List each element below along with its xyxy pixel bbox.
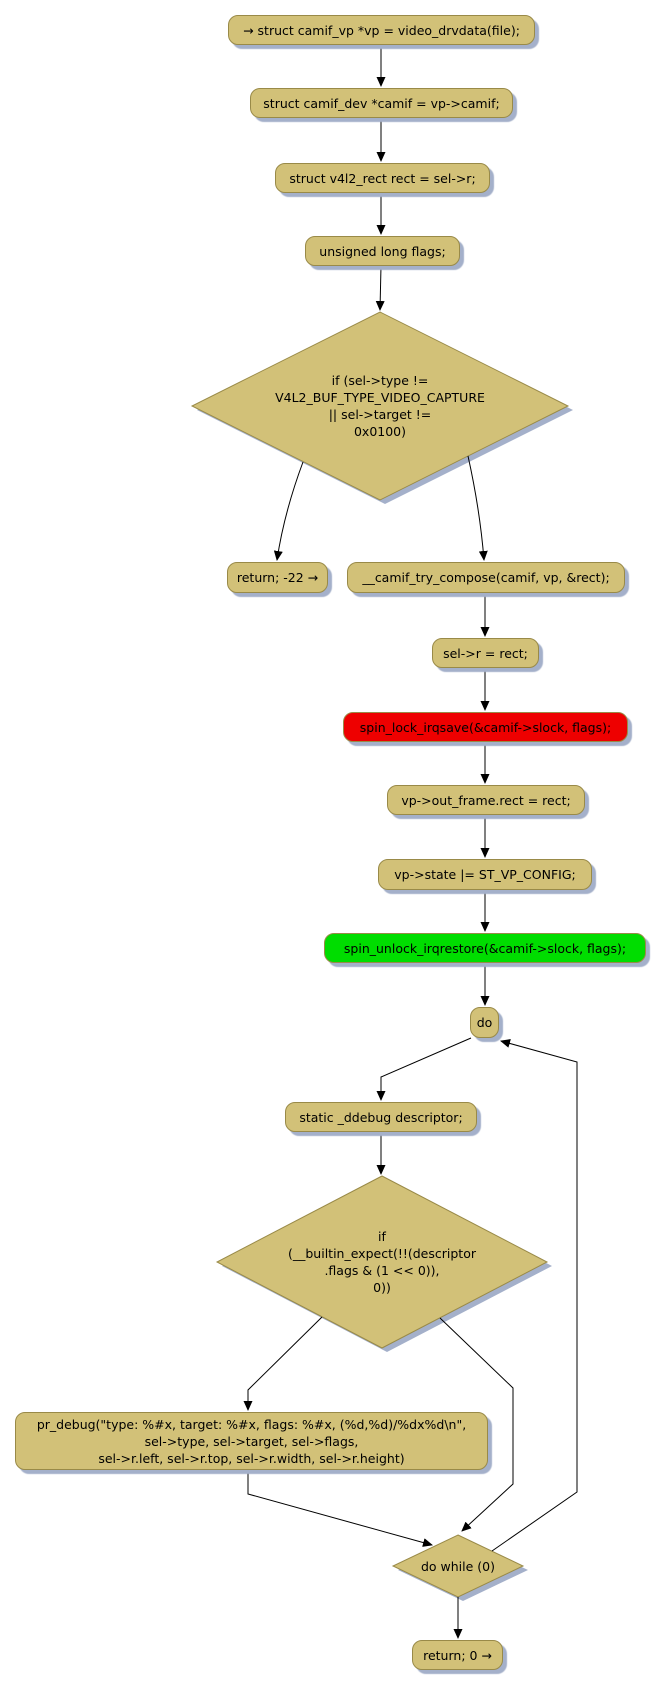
node-vp-state: vp->state |= ST_VP_CONFIG; xyxy=(378,859,592,890)
diamond-if-builtin-expect xyxy=(215,1175,549,1349)
node-v4l2-rect: struct v4l2_rect rect = sel->r; xyxy=(275,163,490,193)
node-return-zero: return; 0 → xyxy=(412,1640,503,1670)
node-pr-debug: pr_debug("type: %#x, target: %#x, flags:… xyxy=(15,1412,488,1470)
node-flags-decl: unsigned long flags; xyxy=(305,236,460,266)
node-do-begin: do xyxy=(470,1007,499,1038)
edge-pr-debug-to-do-while xyxy=(247,1470,433,1547)
node-ddebug-descriptor: static _ddebug descriptor; xyxy=(285,1102,477,1132)
diamond-if-type-target xyxy=(190,311,570,501)
edge-if2-false-to-do-while xyxy=(439,1317,514,1532)
edge-if2-true-to-pr-debug xyxy=(243,1316,323,1411)
edge-if1-false-to-try-compose xyxy=(467,455,488,561)
node-try-compose: __camif_try_compose(camif, vp, &rect); xyxy=(347,562,625,593)
node-spin-lock-irqsave: spin_lock_irqsave(&camif->slock, flags); xyxy=(343,712,628,742)
edge-flags-to-if1 xyxy=(375,265,385,311)
diamond-do-while xyxy=(391,1534,525,1598)
node-camif-dev: struct camif_dev *camif = vp->camif; xyxy=(250,88,513,118)
node-spin-unlock-irqrestore: spin_unlock_irqrestore(&camif->slock, fl… xyxy=(324,933,646,963)
edge-if1-true-to-return-einval xyxy=(273,461,304,561)
node-return-einval: return; -22 → xyxy=(227,562,328,593)
edge-do-to-descriptor xyxy=(376,1037,472,1101)
edge-do-while-back-to-do xyxy=(491,1039,578,1552)
node-sel-r-assign: sel->r = rect; xyxy=(432,638,539,668)
node-out-frame-rect: vp->out_frame.rect = rect; xyxy=(387,785,585,815)
node-entry: → struct camif_vp *vp = video_drvdata(fi… xyxy=(228,15,535,45)
